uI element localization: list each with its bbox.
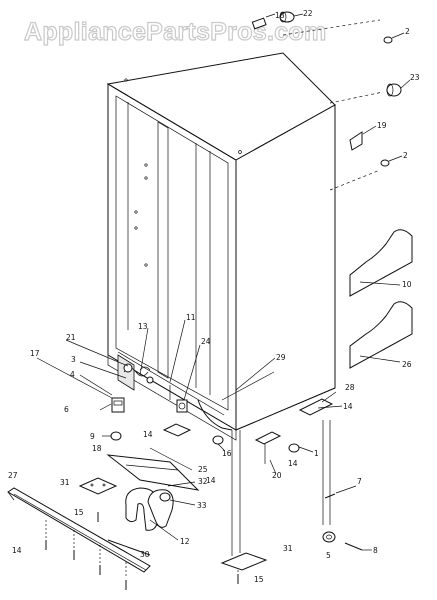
part-32-hook-assembly bbox=[125, 487, 174, 531]
part-23-plug bbox=[386, 79, 411, 97]
callout-16: 16 bbox=[222, 449, 232, 458]
callout-15-bottom: 15 bbox=[254, 575, 264, 584]
part-10-panel bbox=[349, 229, 413, 297]
callout-18-lower: 18 bbox=[92, 444, 102, 453]
part-2-upper bbox=[383, 32, 405, 44]
callout-7: 7 bbox=[357, 477, 362, 486]
part-12-plate bbox=[106, 454, 200, 491]
callout-27: 27 bbox=[8, 471, 18, 480]
callout-14-right: 14 bbox=[343, 402, 353, 411]
screws-14-bottom bbox=[45, 520, 127, 590]
callout-8: 8 bbox=[373, 546, 378, 555]
callout-2-upper: 2 bbox=[405, 27, 410, 36]
callout-11: 11 bbox=[186, 313, 196, 322]
callout-26: 26 bbox=[402, 360, 412, 369]
callout-32: 32 bbox=[198, 477, 208, 486]
part-27-toe-grille bbox=[7, 487, 151, 573]
callout-33: 33 bbox=[197, 501, 207, 510]
callout-9: 9 bbox=[90, 432, 95, 441]
callout-10: 10 bbox=[402, 280, 412, 289]
watermark-text: AppliancePartsPros.com bbox=[24, 18, 327, 46]
callout-25: 25 bbox=[198, 465, 208, 474]
callout-31-right: 31 bbox=[283, 544, 293, 553]
part-26-panel bbox=[349, 301, 413, 369]
callout-6: 6 bbox=[64, 405, 69, 414]
part-1-leveler bbox=[288, 443, 314, 453]
callout-20: 20 bbox=[272, 471, 282, 480]
part-7-screw bbox=[324, 485, 357, 499]
part-22-plug bbox=[279, 11, 304, 23]
callout-14-mid-right: 14 bbox=[288, 459, 298, 468]
callout-17: 17 bbox=[30, 349, 40, 358]
callout-1: 1 bbox=[314, 449, 319, 458]
callout-31-left: 31 bbox=[60, 478, 70, 487]
part-14-bracket-center bbox=[162, 423, 192, 437]
part-6-switch bbox=[99, 397, 125, 413]
compressor-area bbox=[117, 354, 154, 391]
callout-23: 23 bbox=[410, 73, 420, 82]
part-2-lower bbox=[380, 155, 403, 167]
callout-4: 4 bbox=[70, 370, 75, 379]
callout-5: 5 bbox=[326, 551, 331, 560]
cabinet bbox=[106, 52, 336, 441]
part-29-tube bbox=[197, 371, 275, 431]
callout-14-center: 14 bbox=[143, 430, 153, 439]
callout-19: 19 bbox=[377, 121, 387, 130]
callout-21: 21 bbox=[66, 333, 76, 342]
part-9 bbox=[102, 431, 122, 441]
callout-29: 29 bbox=[276, 353, 286, 362]
callout-28: 28 bbox=[345, 383, 355, 392]
callout-15-left: 15 bbox=[74, 508, 84, 517]
part-31-plate-right bbox=[220, 430, 268, 571]
part-5-roller bbox=[322, 531, 336, 543]
part-28-bracket bbox=[298, 391, 337, 416]
leader-lines bbox=[36, 281, 401, 541]
callout-13: 13 bbox=[138, 322, 148, 331]
callout-14-center-right: 14 bbox=[206, 476, 216, 485]
callout-2-lower: 2 bbox=[403, 151, 408, 160]
part-30-rod bbox=[107, 539, 151, 556]
callout-12: 12 bbox=[180, 537, 190, 546]
callout-3: 3 bbox=[71, 355, 76, 364]
callout-24: 24 bbox=[201, 337, 211, 346]
callout-labels: 18 22 2 23 19 2 10 26 28 14 1 14 20 7 8 … bbox=[8, 9, 420, 584]
part-20-bracket bbox=[254, 431, 282, 464]
part-31-plate-left bbox=[78, 477, 118, 495]
part-8-screw bbox=[344, 542, 372, 551]
callout-14-bottom-left: 14 bbox=[12, 546, 22, 555]
part-16 bbox=[212, 435, 225, 451]
callout-22: 22 bbox=[303, 9, 313, 18]
callout-18: 18 bbox=[275, 11, 285, 20]
part-19-bracket bbox=[349, 125, 377, 151]
callout-30: 30 bbox=[140, 550, 150, 559]
part-24 bbox=[176, 399, 188, 413]
part-18-top bbox=[251, 13, 276, 30]
